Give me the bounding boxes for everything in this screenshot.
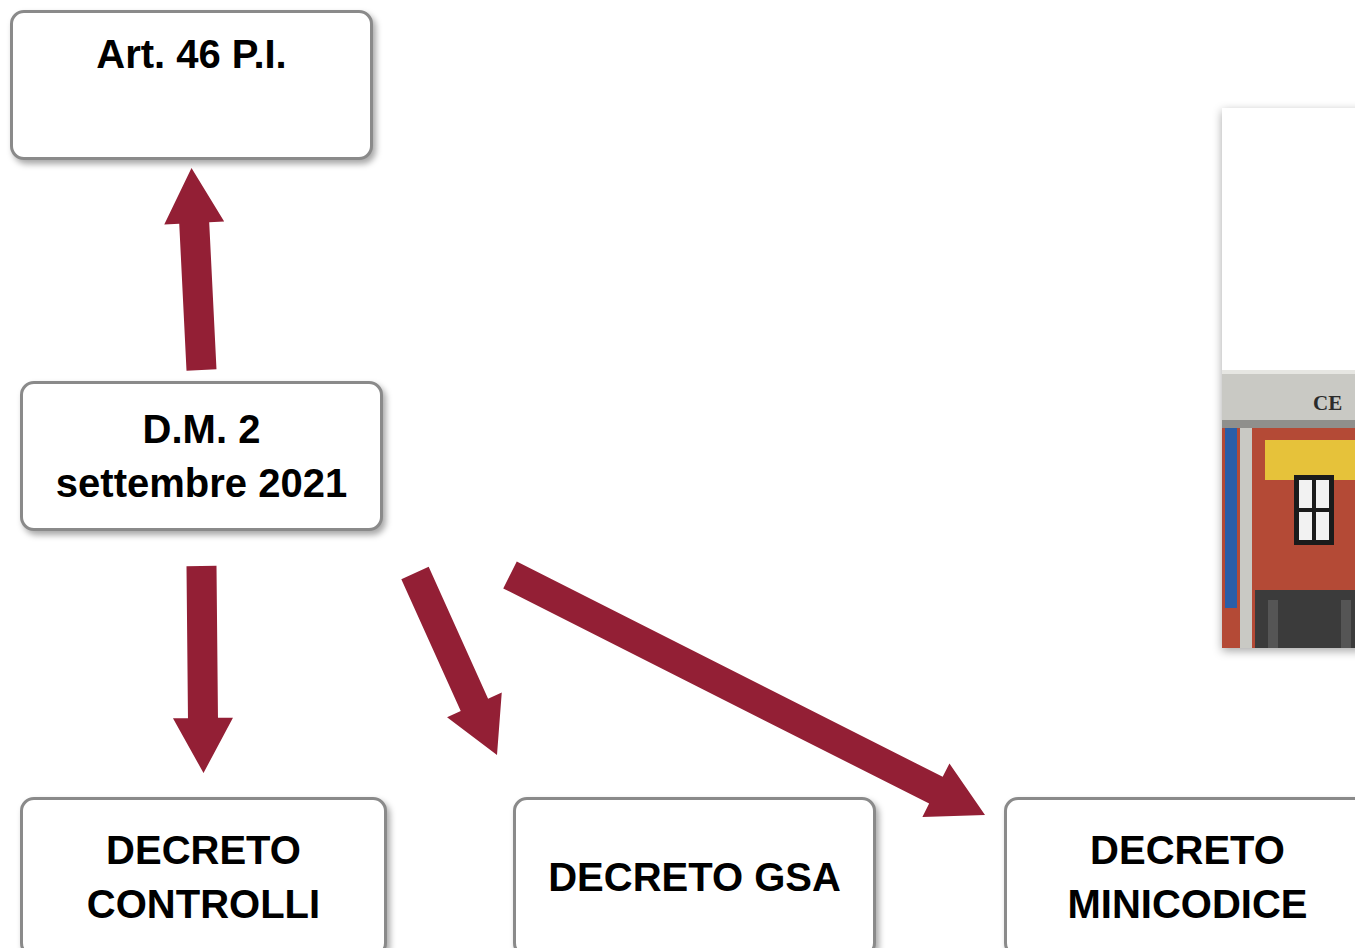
thick-arrow [164, 168, 224, 371]
decree-box: DECRETO MINICODICE [1004, 797, 1355, 948]
source-box: Art. 46 P.I. [10, 10, 373, 160]
building-sign-text: CE [1313, 393, 1342, 414]
box-label: DECRETO MINICODICE [1025, 823, 1350, 931]
box-label: DECRETO CONTROLLI [41, 823, 366, 931]
decree-box: DECRETO GSA [513, 797, 876, 948]
decree-box: DECRETO CONTROLLI [20, 797, 387, 948]
thick-arrow [173, 566, 233, 773]
box-heading: Art. 46 P.I. [96, 27, 286, 81]
box-label: D.M. 2 settembre 2021 [49, 402, 354, 510]
thick-arrow [503, 562, 985, 817]
decree-box: D.M. 2 settembre 2021 [20, 381, 383, 531]
thick-arrow [401, 567, 501, 755]
photo-frame [1222, 108, 1355, 648]
building-illustration [1222, 370, 1355, 648]
box-label: DECRETO GSA [548, 850, 841, 904]
